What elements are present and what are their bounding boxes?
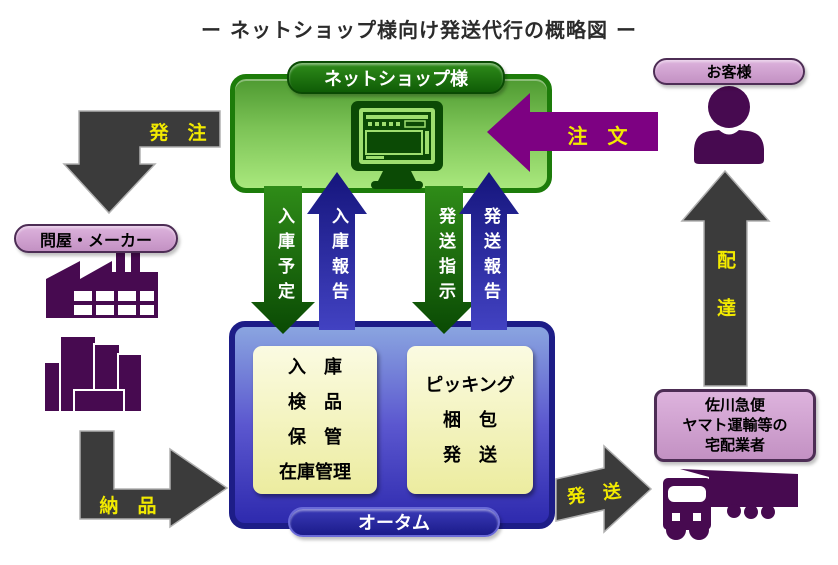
building-icon (43, 335, 143, 413)
computer-icon (351, 101, 443, 189)
hasso-shiji-arrow (412, 186, 476, 334)
process-line: 梱 包 (443, 410, 497, 431)
process-line: ピッキング (425, 375, 515, 396)
supplier-label: 問屋・メーカー (14, 224, 178, 253)
hacchu-arrow (62, 110, 221, 215)
customer-label: お客様 (653, 58, 805, 85)
hacchu-arrow-label: 発 注 (149, 122, 207, 144)
haitatsu-arrow (680, 169, 771, 387)
carrier-label: 佐川急便 ヤマト運輸等の 宅配業者 (654, 389, 816, 462)
autumn-label: オータム (288, 507, 500, 537)
process-line: 保 管 (288, 427, 342, 448)
netshop-label: ネットショップ様 (287, 61, 505, 94)
truck-icon (663, 469, 798, 540)
hasso-hokoku-arrow (459, 172, 519, 330)
outbound-process-box: ピッキング 梱 包 発 送 (407, 346, 533, 494)
nyuko-yotei-label: 入庫予定 (274, 207, 294, 307)
nyuko-hokoku-arrow (307, 172, 367, 330)
nohin-arrow (79, 430, 229, 529)
carrier-line: 佐川急便 (704, 396, 765, 414)
nohin-arrow-label: 納 品 (99, 495, 157, 517)
hasso-arrow (555, 444, 653, 534)
page-title: ー ネットショップ様向け発送代行の概略図 ー (201, 18, 637, 42)
customer-icon (694, 86, 764, 164)
nyuko-hokoku-label: 入庫報告 (328, 207, 348, 307)
hasso-hokoku-label: 発送報告 (480, 207, 500, 307)
process-line: 発 送 (443, 445, 497, 466)
carrier-line: ヤマト運輸等の (682, 416, 788, 434)
inbound-process-box: 入 庫 検 品 保 管 在庫管理 (253, 346, 377, 494)
carrier-line: 宅配業者 (704, 436, 765, 454)
nyuko-yotei-arrow (251, 186, 315, 334)
hasso-shiji-label: 発送指示 (435, 207, 455, 307)
chumon-arrow (487, 93, 658, 172)
process-line: 入 庫 (288, 357, 342, 378)
haitatsu-arrow-label: 配 達 (714, 250, 736, 322)
factory-icon (46, 235, 158, 318)
process-line: 検 品 (288, 392, 342, 413)
chumon-arrow-label: 注 文 (567, 124, 628, 148)
process-line: 在庫管理 (279, 462, 351, 483)
